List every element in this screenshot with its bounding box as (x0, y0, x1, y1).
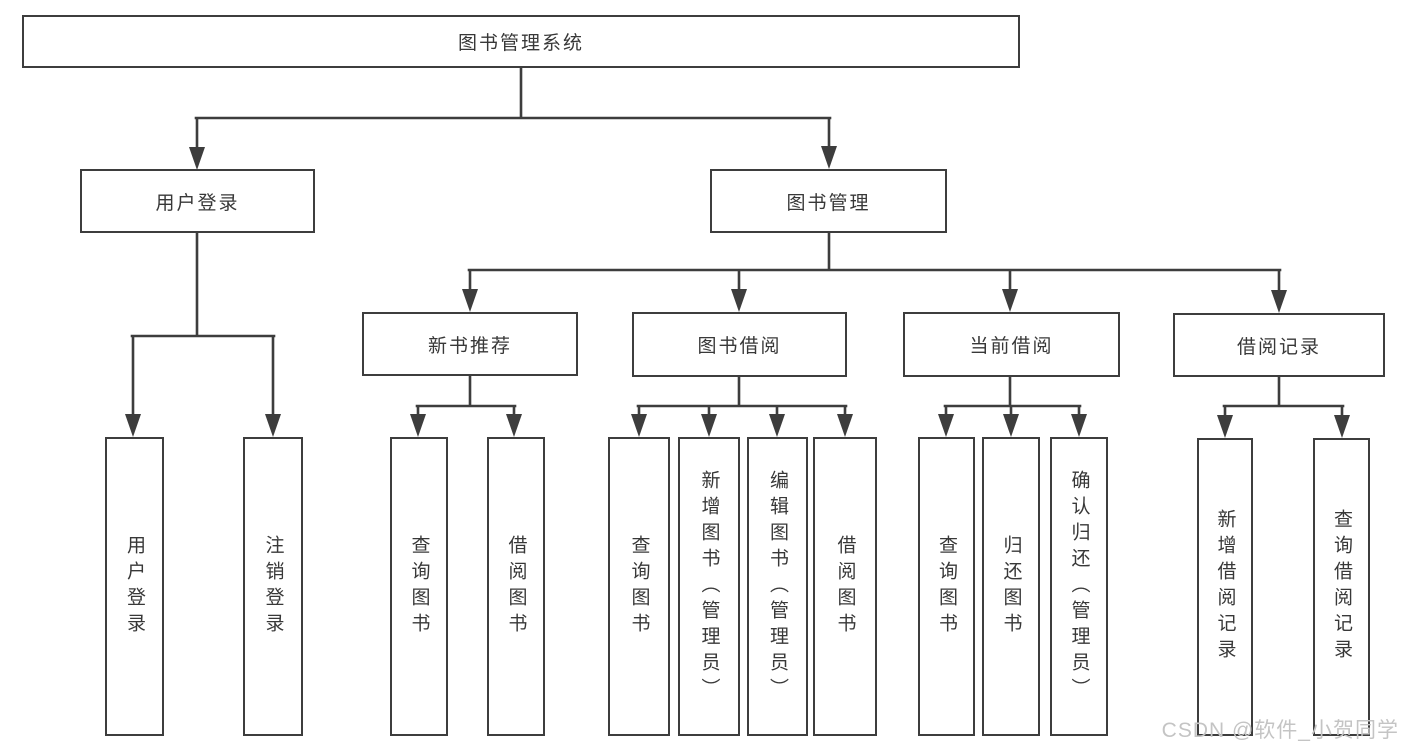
node-current-borrowing-label: 当前借阅 (969, 336, 1054, 357)
root-node-label: 图书管理系统 (457, 33, 584, 54)
edge-book-mgmt-to-level3 (462, 231, 1287, 313)
edge-records-to-leaves (1217, 375, 1350, 438)
node-book-management-label: 图书管理 (786, 192, 871, 214)
leaf-newbook-query-books-label: 查询图书 (408, 534, 430, 639)
leaf-newbook-borrow-books-label: 借阅图书 (505, 534, 527, 639)
leaf-current-query-books: 查询图书 (918, 437, 975, 736)
leaf-records-query-record: 查询借阅记录 (1313, 438, 1370, 736)
leaf-borrow-edit-books-admin: 编辑图书（管理员） (747, 437, 808, 736)
leaf-borrow-add-books-admin: 新增图书（管理员） (678, 437, 740, 736)
node-borrowing-records: 借阅记录 (1173, 313, 1385, 377)
leaf-user-login: 用户登录 (105, 437, 164, 736)
leaf-current-confirm-return-admin-label: 确认归还（管理员） (1068, 469, 1090, 704)
leaf-borrow-query-books-label: 查询图书 (628, 534, 650, 639)
leaf-borrow-borrow-books: 借阅图书 (813, 437, 877, 736)
leaf-borrow-add-books-admin-label: 新增图书（管理员） (698, 469, 720, 704)
leaf-current-confirm-return-admin: 确认归还（管理员） (1050, 437, 1108, 736)
leaf-logout: 注销登录 (243, 437, 303, 736)
node-user-login-label: 用户登录 (155, 192, 240, 214)
root-node-library-system: 图书管理系统 (22, 15, 1020, 68)
edge-user-login-to-leaves (125, 231, 281, 437)
node-book-borrowing-label: 图书借阅 (697, 336, 782, 357)
leaf-logout-label: 注销登录 (262, 534, 284, 639)
leaf-borrow-borrow-books-label: 借阅图书 (834, 534, 856, 639)
leaf-records-add-record: 新增借阅记录 (1197, 438, 1253, 736)
node-current-borrowing: 当前借阅 (903, 312, 1120, 377)
node-borrowing-records-label: 借阅记录 (1236, 336, 1321, 358)
leaf-newbook-borrow-books: 借阅图书 (487, 437, 545, 736)
leaf-user-login-label: 用户登录 (124, 534, 145, 639)
edge-current-borrow-to-leaves (938, 375, 1087, 437)
leaf-newbook-query-books: 查询图书 (390, 437, 448, 736)
edge-new-book-to-leaves (410, 374, 522, 437)
leaf-current-return-books: 归还图书 (982, 437, 1040, 736)
node-new-book-recommendation: 新书推荐 (362, 312, 578, 376)
edge-book-borrow-to-leaves (631, 375, 853, 437)
leaf-borrow-edit-books-admin-label: 编辑图书（管理员） (767, 469, 788, 704)
leaf-current-query-books-label: 查询图书 (936, 534, 957, 639)
node-book-management: 图书管理 (710, 169, 947, 233)
node-book-borrowing: 图书借阅 (632, 312, 847, 377)
node-user-login: 用户登录 (80, 169, 315, 233)
csdn-watermark: CSDN @软件_小贺同学 (1161, 719, 1399, 742)
leaf-current-return-books-label: 归还图书 (1000, 534, 1022, 639)
leaf-records-add-record-label: 新增借阅记录 (1214, 509, 1236, 665)
leaf-records-query-record-label: 查询借阅记录 (1331, 509, 1352, 665)
leaf-borrow-query-books: 查询图书 (608, 437, 670, 736)
node-new-book-recommendation-label: 新书推荐 (427, 335, 512, 357)
edge-root-to-level2 (189, 66, 837, 170)
